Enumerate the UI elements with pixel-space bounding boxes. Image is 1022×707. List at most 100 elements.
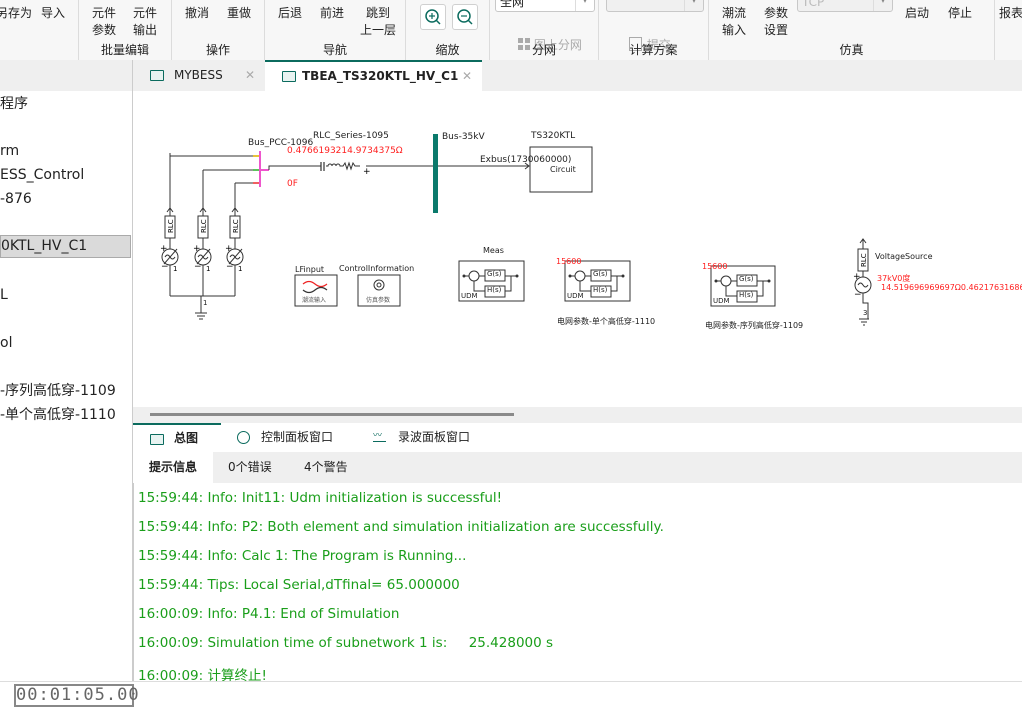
calc-plan-select[interactable]: ▾	[606, 0, 704, 12]
forward-button[interactable]: 前进	[320, 6, 345, 20]
protocol-select[interactable]: TCP ▾	[797, 0, 893, 12]
chevron-down-icon: ▾	[873, 0, 892, 11]
diagram-canvas[interactable]: + RLC + − 1 RLC	[133, 91, 1022, 407]
import-button[interactable]: 导入	[41, 6, 66, 20]
tree-item-selected[interactable]: 0KTL_HV_C1	[0, 235, 131, 258]
ribbon-group-calc-plan: ▾ 提交 计算方案	[599, 0, 709, 60]
tab-waveform-panel[interactable]: 〰 录波面板窗口	[373, 423, 493, 452]
log-message: 15:59:44: Tips: Local Serial,dTfinal= 65…	[138, 577, 460, 593]
status-bar: 00:01:05.00	[0, 681, 1022, 707]
power-flow-input-button[interactable]: 潮流 输入	[722, 6, 747, 37]
ribbon-group-batch-edit: 元件 参数 元件 输出 批量编辑	[79, 0, 172, 60]
tree-item[interactable]: -序列高低穿-1109	[0, 383, 116, 399]
chevron-down-icon: ▾	[575, 0, 594, 11]
hs-label: H(s)	[593, 286, 608, 294]
tree-item[interactable]: -单个高低穿-1110	[0, 407, 116, 423]
tab-errors[interactable]: 0个错误	[228, 452, 288, 483]
udm-1110	[564, 260, 631, 302]
udm-label: UDM	[567, 292, 584, 300]
scrollbar-thumb[interactable]	[150, 413, 514, 416]
tree-item[interactable]: rm	[0, 143, 20, 159]
lfinput-label: LFinput	[295, 265, 325, 274]
element-output-button[interactable]: 元件 输出	[133, 6, 158, 37]
gear-icon	[373, 279, 385, 291]
message-log: 15:59:44: Info: Init11: Udm initializati…	[133, 483, 1022, 684]
ground-node-label: 3	[863, 309, 868, 317]
protocol-select-value: TCP	[802, 0, 825, 9]
ribbon-group-zoom: 缩放	[406, 0, 490, 60]
tab-control-panel[interactable]: 控制面板窗口	[235, 423, 355, 452]
bottom-panel-tabs: 总图 控制面板窗口 〰 录波面板窗口	[133, 423, 1022, 452]
voltage-source-value: 37kV0度	[877, 274, 911, 283]
tab-label: 控制面板窗口	[261, 430, 334, 444]
bus-35kv-label: Bus-35kV	[442, 132, 485, 142]
gs-label: G(s)	[593, 270, 608, 278]
rlc-series-value: 0.4766193214.9734375Ω	[287, 146, 403, 156]
save-as-button[interactable]: 另存为	[0, 6, 33, 20]
gs-label: G(s)	[739, 275, 754, 283]
zoom-out-button[interactable]	[452, 4, 478, 30]
udm-meas	[458, 260, 525, 302]
rlc-series-label: RLC_Series-1095	[313, 131, 389, 141]
tab-warnings[interactable]: 4个警告	[304, 452, 364, 483]
diagram-subnet-label: 图上分网	[533, 38, 582, 52]
voltage-source: RLC + −	[853, 238, 872, 326]
element-params-button[interactable]: 元件 参数	[92, 6, 117, 37]
tab-info[interactable]: 提示信息	[133, 452, 213, 483]
node-label: 1	[206, 265, 210, 273]
udm-1109	[710, 265, 776, 307]
undo-button[interactable]: 撤消	[185, 6, 210, 20]
group-label-zoom: 缩放	[435, 43, 460, 57]
redo-button[interactable]: 重做	[227, 6, 252, 20]
tree-item[interactable]: 程序	[0, 96, 28, 112]
close-icon[interactable]: ✕	[244, 68, 255, 82]
tree-item[interactable]: ol	[0, 335, 13, 351]
svg-text:RLC: RLC	[232, 219, 240, 233]
log-message: 15:59:44: Info: Calc 1: The Program is R…	[138, 548, 467, 564]
close-icon[interactable]: ✕	[461, 69, 472, 83]
source-1: RLC + − 1	[160, 207, 179, 296]
ribbon-group-file: 另存为 导入	[0, 0, 79, 60]
bus-35kv	[433, 134, 438, 213]
canvas-horizontal-scrollbar[interactable]	[133, 407, 1022, 423]
tab-tbea-ts320ktl[interactable]: TBEA_TS320KTL_HV_C1 ✕	[265, 60, 482, 91]
stop-button[interactable]: 停止	[948, 6, 973, 20]
svg-text:−: −	[854, 290, 862, 300]
diagram-subnet-button[interactable]: 图上分网	[495, 20, 582, 71]
log-message: 15:59:44: Info: P2: Both element and sim…	[138, 519, 664, 535]
node-label: 1	[173, 265, 177, 273]
svg-text:+: +	[363, 167, 371, 177]
bus-pcc-label: Bus_PCC-1096	[248, 138, 314, 148]
message-tabs: 提示信息 0个错误 4个警告	[133, 452, 1022, 483]
udm-1110-label: 电网参数-单个高低穿-1110	[557, 317, 656, 326]
back-button[interactable]: 后退	[278, 6, 303, 20]
zoom-in-icon	[425, 9, 441, 25]
tab-mybess[interactable]: MYBESS ✕	[133, 60, 265, 91]
ground-node-label: 1	[203, 299, 208, 307]
subnet-select[interactable]: 全网 ▾	[495, 0, 595, 12]
submit-button[interactable]: 提交	[606, 20, 671, 71]
tab-overview[interactable]: 总图	[133, 423, 221, 452]
ribbon-group-navigation: 后退 前进 跳到 上一层 导航	[265, 0, 406, 60]
tree-item[interactable]: -876	[0, 191, 32, 207]
gauge-icon	[237, 431, 250, 444]
udm-1109-value: 15600	[702, 262, 728, 271]
svg-text:RLC: RLC	[167, 219, 175, 233]
param-settings-button[interactable]: 参数 设置	[764, 6, 789, 37]
group-label-simulation: 仿真	[839, 43, 864, 57]
group-label-operation: 操作	[205, 43, 230, 57]
zoom-in-button[interactable]	[420, 4, 446, 30]
tree-item[interactable]: ESS_Control	[0, 167, 85, 183]
svg-text:−: −	[226, 262, 234, 272]
start-button[interactable]: 启动	[905, 6, 930, 20]
svg-text:+: +	[225, 244, 233, 254]
tree-item[interactable]: L	[0, 287, 8, 303]
ribbon-group-subnet: 全网 ▾ 图上分网 分网	[490, 0, 599, 60]
wire	[268, 165, 321, 170]
log-message: 15:59:44: Info: Init11: Udm initializati…	[138, 490, 503, 506]
voltage-source-impedance: 14.519696969697Ω0.462176316868	[881, 283, 1022, 292]
udm-label: UDM	[461, 292, 478, 300]
go-up-level-button[interactable]: 跳到 上一层	[360, 6, 397, 37]
report-button[interactable]: 报表	[999, 6, 1022, 20]
ribbon-group-report: 报表	[995, 0, 1022, 60]
